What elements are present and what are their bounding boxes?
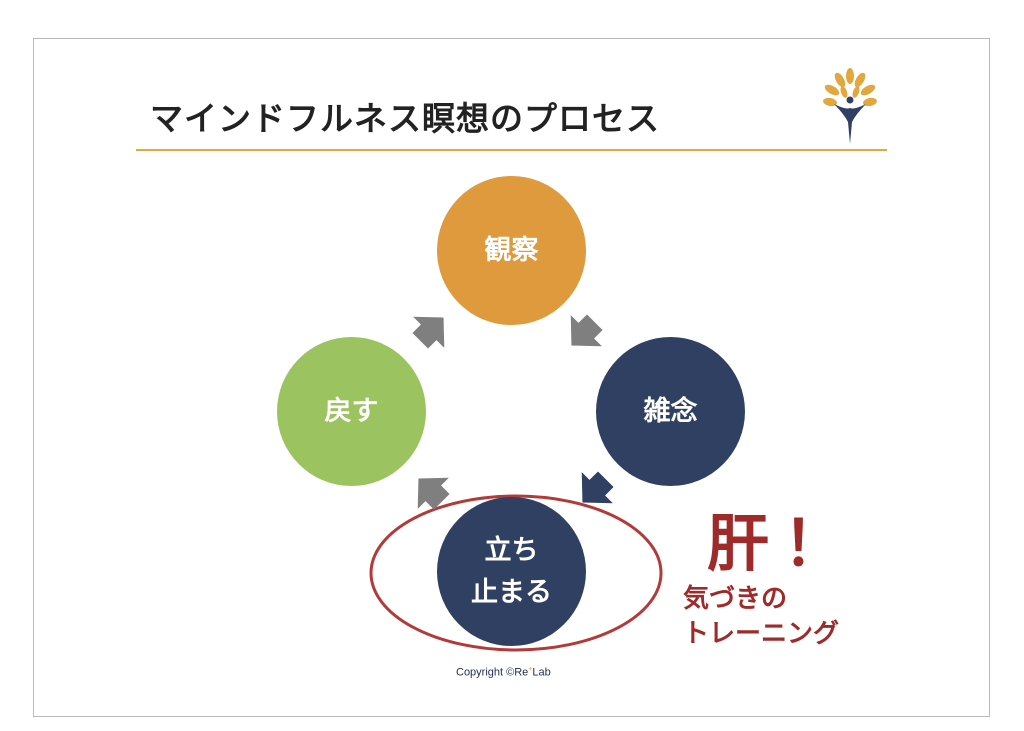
step-return-label: 戻す [324,395,379,427]
title-underline [136,149,887,151]
step-stop: 立ち 止まる [437,497,586,646]
step-observe-label: 観察 [484,234,539,266]
tree-person-logo-icon [823,68,877,144]
step-observe: 観察 [437,176,586,325]
copyright-superscript: + [528,666,533,673]
step-wandering-thoughts: 雑念 [596,337,745,486]
step-return: 戻す [277,337,426,486]
emphasis-headline: 肝！ [707,507,860,580]
copyright-prefix: Copyright ©Re [456,666,529,679]
copyright-notice: Copyright ©Re+Lab [456,666,551,679]
page-title: マインドフルネス瞑想のプロセス [150,99,660,138]
step-wandering-thoughts-label: 雑念 [643,395,698,427]
step-stop-label: 立ち 止まる [471,534,552,608]
emphasis-line-2: トレーニング [683,619,840,649]
copyright-suffix: Lab [532,666,551,679]
emphasis-line-1: 気づきの [683,584,788,614]
